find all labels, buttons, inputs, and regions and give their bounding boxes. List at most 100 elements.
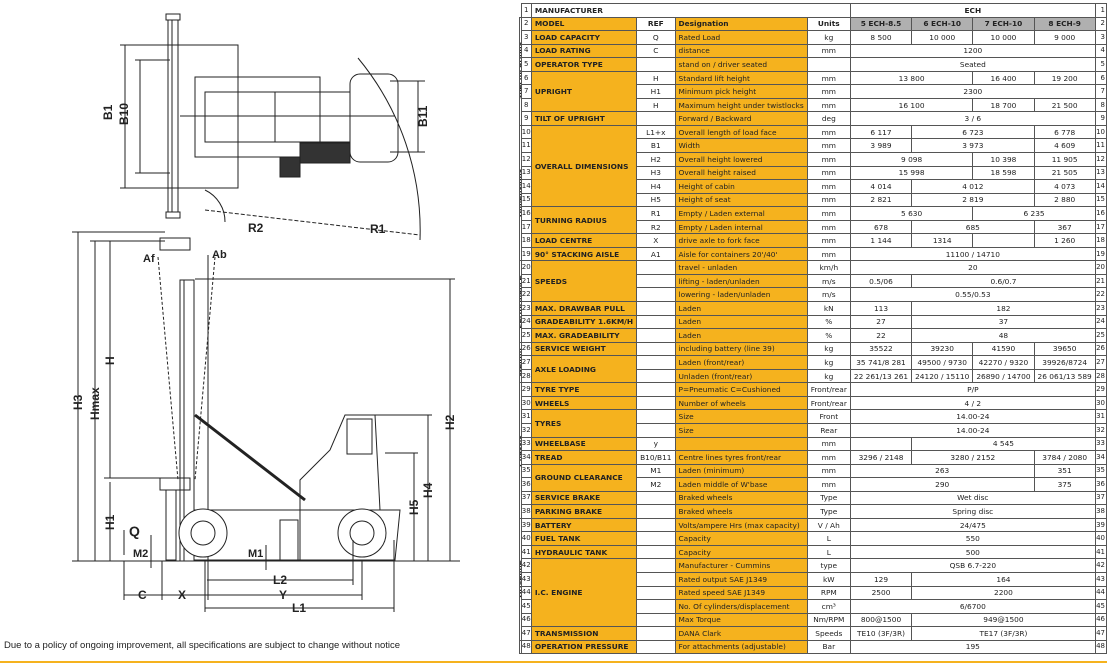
value-cell: 9 000 — [1033, 30, 1096, 45]
value-cell: 10 398 — [972, 152, 1035, 167]
ref-cell — [636, 314, 676, 330]
designation-cell: Rated speed SAE J1349 — [674, 585, 808, 601]
label-h5: H5 — [407, 499, 421, 515]
designation-cell: Capacity — [674, 531, 808, 546]
value-cell: TE10 (3F/3R) — [849, 626, 913, 641]
row-number: 43 — [1094, 571, 1107, 587]
units-cell: m/s — [806, 273, 851, 289]
value-cell: 6/6700 — [849, 599, 1096, 614]
row-number: 48 — [1094, 639, 1107, 655]
section-label-cell: Specifications — [519, 16, 522, 126]
designation-cell — [674, 436, 808, 452]
value-cell — [849, 436, 913, 452]
value-cell: 949@1500 — [911, 612, 1096, 628]
table-row: Driveline39BATTERYVolts/ampere Hrs (max … — [519, 517, 1107, 641]
value-cell: 685 — [911, 219, 1035, 235]
designation-cell: Laden — [674, 301, 808, 316]
value-cell: 6 723 — [911, 124, 1035, 140]
row-number: 22 — [520, 287, 532, 303]
row-number: 15 — [520, 192, 532, 208]
row-number: 33 — [1094, 436, 1107, 452]
row-number: 38 — [1094, 504, 1107, 519]
units-cell: mm — [806, 70, 851, 86]
row-number: 10 — [1094, 124, 1107, 140]
row-number: 13 — [1094, 165, 1107, 181]
label-h3: H3 — [71, 394, 85, 410]
row-number: 47 — [520, 626, 532, 641]
value-cell: P/P — [849, 382, 1096, 397]
ref-cell — [636, 328, 676, 343]
value-cell: 16 400 — [972, 70, 1035, 86]
section-label-cell: Performance — [519, 260, 522, 343]
row-number: 3 — [1094, 30, 1107, 45]
value-cell: 0.5/06 — [849, 273, 913, 289]
units-cell: mm — [806, 463, 851, 479]
units-cell: mm — [806, 179, 851, 194]
row-number: 33 — [520, 436, 532, 452]
label-hmax: Hmax — [88, 387, 102, 420]
row-number: 39 — [520, 517, 532, 533]
row-number: 12 — [1094, 152, 1107, 167]
units-cell: deg — [806, 111, 851, 126]
row-number: 22 — [1094, 287, 1107, 303]
row-number: 23 — [1094, 301, 1107, 316]
value-cell: 500 — [849, 544, 1096, 560]
units-cell: mm — [806, 97, 851, 113]
units-cell: type — [806, 558, 851, 573]
row-number: 29 — [520, 382, 532, 397]
designation-cell: No. Of cylinders/displacement — [674, 599, 808, 614]
designation-cell: Manufacturer - Cummins — [674, 558, 808, 573]
row-number: 9 — [1094, 111, 1107, 126]
value-cell: 5 630 — [849, 206, 974, 221]
designation-cell: For attachments (adjustable) — [674, 639, 808, 655]
designation-cell: Laden (minimum) — [674, 463, 808, 479]
value-cell: 39926/8724 — [1033, 355, 1096, 370]
units-cell: V / Ah — [806, 517, 851, 533]
row-number: 2 — [1094, 16, 1107, 32]
value-cell: 4 545 — [911, 436, 1096, 452]
ref-cell — [636, 531, 676, 546]
row-number: 18 — [520, 233, 532, 248]
ref-cell — [636, 395, 676, 411]
ref-cell: H5 — [636, 192, 676, 208]
row-number: 28 — [520, 368, 532, 384]
row-number: 29 — [1094, 382, 1107, 397]
value-cell: 49500 / 9730 — [911, 355, 974, 370]
section-label-cell — [520, 4, 522, 18]
ref-cell — [636, 422, 676, 438]
row-number: 30 — [1094, 395, 1107, 411]
value-cell: 24/475 — [849, 517, 1096, 533]
row-number: 14 — [520, 179, 532, 194]
section-label-cell: Dimensions — [519, 124, 522, 262]
table-row: Dimensions10OVERALL DIMENSIONSL1+xOveral… — [519, 124, 1107, 262]
units-cell: mm — [806, 233, 851, 248]
specification-table: 1MANUFACTURERECH1Specifications2MODELREF… — [519, 3, 1107, 655]
row-number: 26 — [1094, 341, 1107, 357]
designation-cell: P=Pneumatic C=Cushioned — [674, 382, 808, 397]
value-cell: 14.00-24 — [849, 409, 1096, 424]
units-cell: mm — [806, 84, 851, 99]
units-cell: mm — [806, 43, 851, 59]
value-cell: TE17 (3F/3R) — [911, 626, 1096, 641]
value-cell: 195 — [849, 639, 1096, 655]
row-label: GRADEABILITY 1.6KM/H — [530, 314, 638, 330]
row-number: 3 — [520, 30, 532, 45]
table-header-row: Specifications2MODELREFDesignationUnits5… — [519, 16, 1107, 126]
ref-cell — [636, 341, 676, 357]
ref-cell — [636, 585, 676, 601]
value-cell: 11 905 — [1033, 152, 1096, 167]
value-cell: 4 073 — [1033, 179, 1096, 194]
top-view: B1 B10 B11 R2 R1 — [101, 13, 430, 241]
value-cell: 3 / 6 — [849, 111, 1096, 126]
ref-cell: B1 — [636, 138, 676, 153]
row-number: 32 — [1094, 422, 1107, 438]
designation-cell: Laden (front/rear) — [674, 355, 808, 370]
value-cell: 10 000 — [972, 30, 1035, 45]
row-number: 26 — [520, 341, 532, 357]
value-cell: 27 — [849, 314, 913, 330]
value-cell: 3296 / 2148 — [849, 450, 913, 465]
section-label: Dimensions — [520, 169, 522, 217]
